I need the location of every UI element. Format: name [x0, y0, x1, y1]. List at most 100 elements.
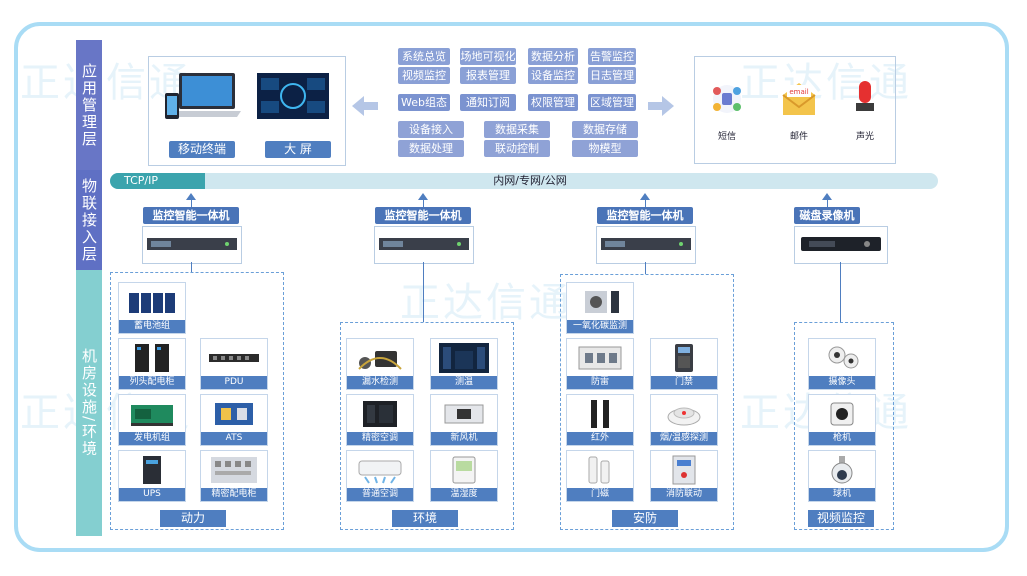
fn-linkage: 联动控制: [484, 140, 550, 157]
left-arrow-icon: [352, 96, 378, 116]
device-label: 防雷: [567, 376, 633, 389]
device-label: 红外: [567, 432, 633, 445]
pdu-icon: [209, 354, 259, 362]
device-label: 发电机组: [119, 432, 185, 445]
network-bar: TCP/IP 内网/专网/公网: [110, 173, 938, 189]
fire-linkage-icon: [672, 455, 696, 485]
lightning-protector-icon: [578, 346, 622, 370]
fn-permission: 权限管理: [528, 94, 578, 111]
device-ptz-camera: 球机: [808, 450, 876, 502]
layer-room-label: 机房设施/环境: [80, 348, 98, 458]
rack-server-icon: [601, 238, 691, 250]
layer-app: 应用管理层: [76, 40, 102, 170]
fn-region: 区域管理: [588, 94, 636, 111]
fn-log: 日志管理: [588, 67, 636, 84]
fn-access: 设备接入: [398, 121, 464, 138]
env-group-title: 环境: [392, 510, 458, 527]
layer-app-label: 应用管理层: [80, 62, 98, 148]
connector: [645, 262, 646, 274]
device-generator: 发电机组: [118, 394, 186, 446]
device-pdu: PDU: [200, 338, 268, 390]
up-arrow-icon: [640, 193, 650, 200]
connector: [645, 199, 646, 207]
fn-site-visual: 场地可视化: [460, 48, 516, 65]
device-battery: 蓄电池组: [118, 282, 186, 334]
server-room-icon: [439, 343, 489, 373]
ptz-camera-icon: [831, 456, 853, 484]
host-3-box: [596, 226, 696, 264]
layer-iot: 物联接入层: [76, 170, 102, 270]
connector: [191, 199, 192, 207]
env-group: [340, 322, 514, 530]
device-temperature: 测温: [430, 338, 498, 390]
alert-email-label: 邮件: [789, 132, 808, 142]
video-group: [794, 322, 894, 530]
cabinet-icon: [135, 344, 169, 372]
video-group-title: 视频监控: [808, 510, 874, 527]
device-label: 消防联动: [651, 488, 717, 501]
host-3-label: 监控智能一体机: [597, 207, 693, 224]
fn-data-analysis: 数据分析: [528, 48, 578, 65]
watermark: 正达信通: [400, 280, 572, 326]
device-label: ATS: [201, 432, 267, 445]
security-group-title: 安防: [612, 510, 678, 527]
device-label: 蓄电池组: [119, 320, 185, 333]
right-arrow-icon: [648, 96, 674, 116]
device-co: 一氧化碳监测: [566, 282, 634, 334]
connector: [840, 262, 841, 322]
fn-collect: 数据采集: [484, 121, 550, 138]
host-4-box: [794, 226, 888, 264]
alert-sms-label: 短信: [717, 132, 736, 142]
generator-icon: [131, 405, 173, 426]
rack-server-icon: [379, 238, 469, 250]
device-lightning: 防雷: [566, 338, 634, 390]
leak-sensor-icon: [358, 351, 402, 370]
ups-icon: [143, 456, 161, 484]
fn-notify: 通知订阅: [460, 94, 516, 111]
bullet-camera-icon: [830, 402, 854, 426]
big-screen-label: 大 屏: [265, 141, 331, 158]
network-type-label: 内网/专网/公网: [493, 174, 567, 187]
device-humidity: 温湿度: [430, 450, 498, 502]
host-1-label: 监控智能一体机: [143, 207, 239, 224]
device-infrared: 红外: [566, 394, 634, 446]
layer-room: 机房设施/环境: [76, 270, 102, 536]
power-group: [110, 272, 284, 530]
distribution-cabinet-icon: [211, 457, 257, 483]
device-label: 球机: [809, 488, 875, 501]
device-bullet-camera: 枪机: [808, 394, 876, 446]
device-label: 列头配电柜: [119, 376, 185, 389]
alert-light-label: 声光: [855, 132, 874, 142]
door-magnet-icon: [588, 456, 610, 484]
alarm-light-icon: [856, 81, 874, 111]
dome-camera-icon: [828, 346, 859, 369]
device-label: UPS: [119, 488, 185, 501]
smoke-detector-icon: [667, 407, 701, 426]
fn-storage: 数据存储: [572, 121, 638, 138]
device-ac: 普通空调: [346, 450, 414, 502]
device-fire-linkage: 消防联动: [650, 450, 718, 502]
power-group-title: 动力: [160, 510, 226, 527]
device-fresh-air: 新风机: [430, 394, 498, 446]
alerts-box: email 短信 邮件 声光: [694, 56, 896, 164]
device-ups: UPS: [118, 450, 186, 502]
device-label: 门磁: [567, 488, 633, 501]
rack-server-icon: [147, 238, 237, 250]
device-door-magnet: 门磁: [566, 450, 634, 502]
device-label: PDU: [201, 376, 267, 389]
ats-icon: [215, 403, 253, 425]
email-icon: email: [782, 83, 816, 115]
thermo-hygrometer-icon: [452, 456, 476, 484]
fn-video: 视频监控: [398, 67, 450, 84]
terminals-box: 移动终端 大 屏: [148, 56, 346, 166]
watermark: 正达信通: [740, 60, 912, 106]
big-screen-icon: [257, 73, 329, 119]
device-label: 摄像头: [809, 376, 875, 389]
access-control-icon: [675, 344, 693, 372]
device-label: 新风机: [431, 432, 497, 445]
device-label: 温湿度: [431, 488, 497, 501]
layer-iot-label: 物联接入层: [80, 177, 98, 263]
connector: [827, 199, 828, 207]
fn-process: 数据处理: [398, 140, 464, 157]
sms-icon: [713, 85, 741, 113]
